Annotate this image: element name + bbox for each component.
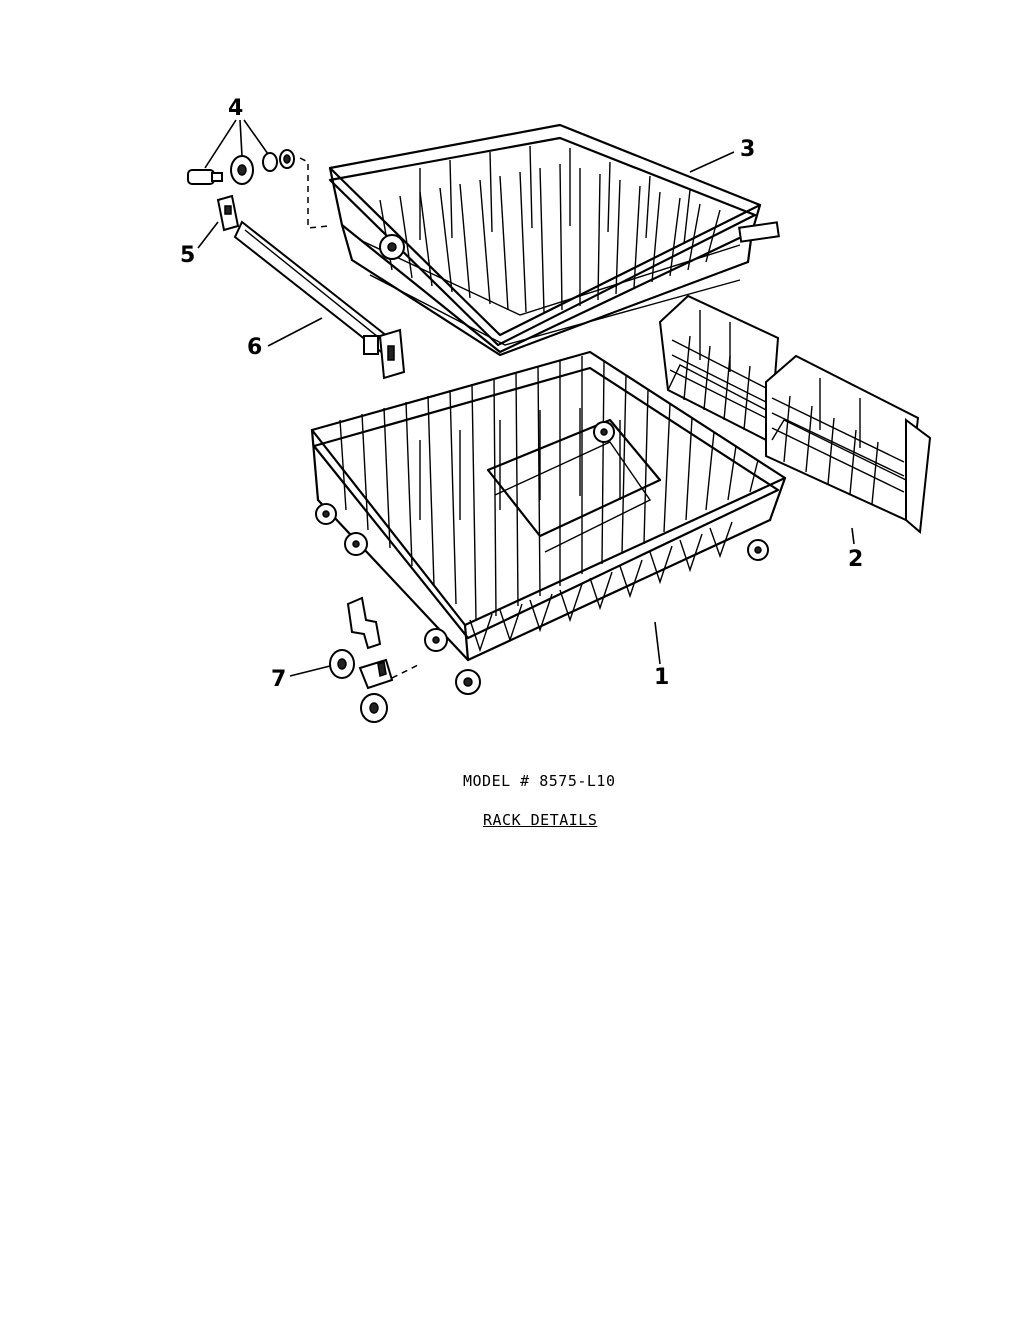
callout-4: 4 (228, 96, 243, 121)
callout-7: 7 (271, 667, 286, 692)
wheel-assembly (329, 596, 421, 723)
callout-1: 1 (654, 665, 669, 690)
callout-6: 6 (247, 335, 262, 360)
rack-clip (216, 194, 240, 232)
callout-5: 5 (180, 243, 195, 268)
callout-2: 2 (848, 547, 863, 572)
section-title: RACK DETAILS (483, 811, 598, 829)
silverware-basket (658, 294, 932, 534)
model-number: MODEL # 8575-L10 (463, 772, 616, 790)
leader-lines (197, 119, 855, 677)
callout-3: 3 (740, 137, 755, 162)
fastener-set (187, 149, 295, 185)
track-rail (233, 220, 406, 380)
lower-rack (310, 350, 787, 695)
upper-rack (299, 123, 780, 357)
